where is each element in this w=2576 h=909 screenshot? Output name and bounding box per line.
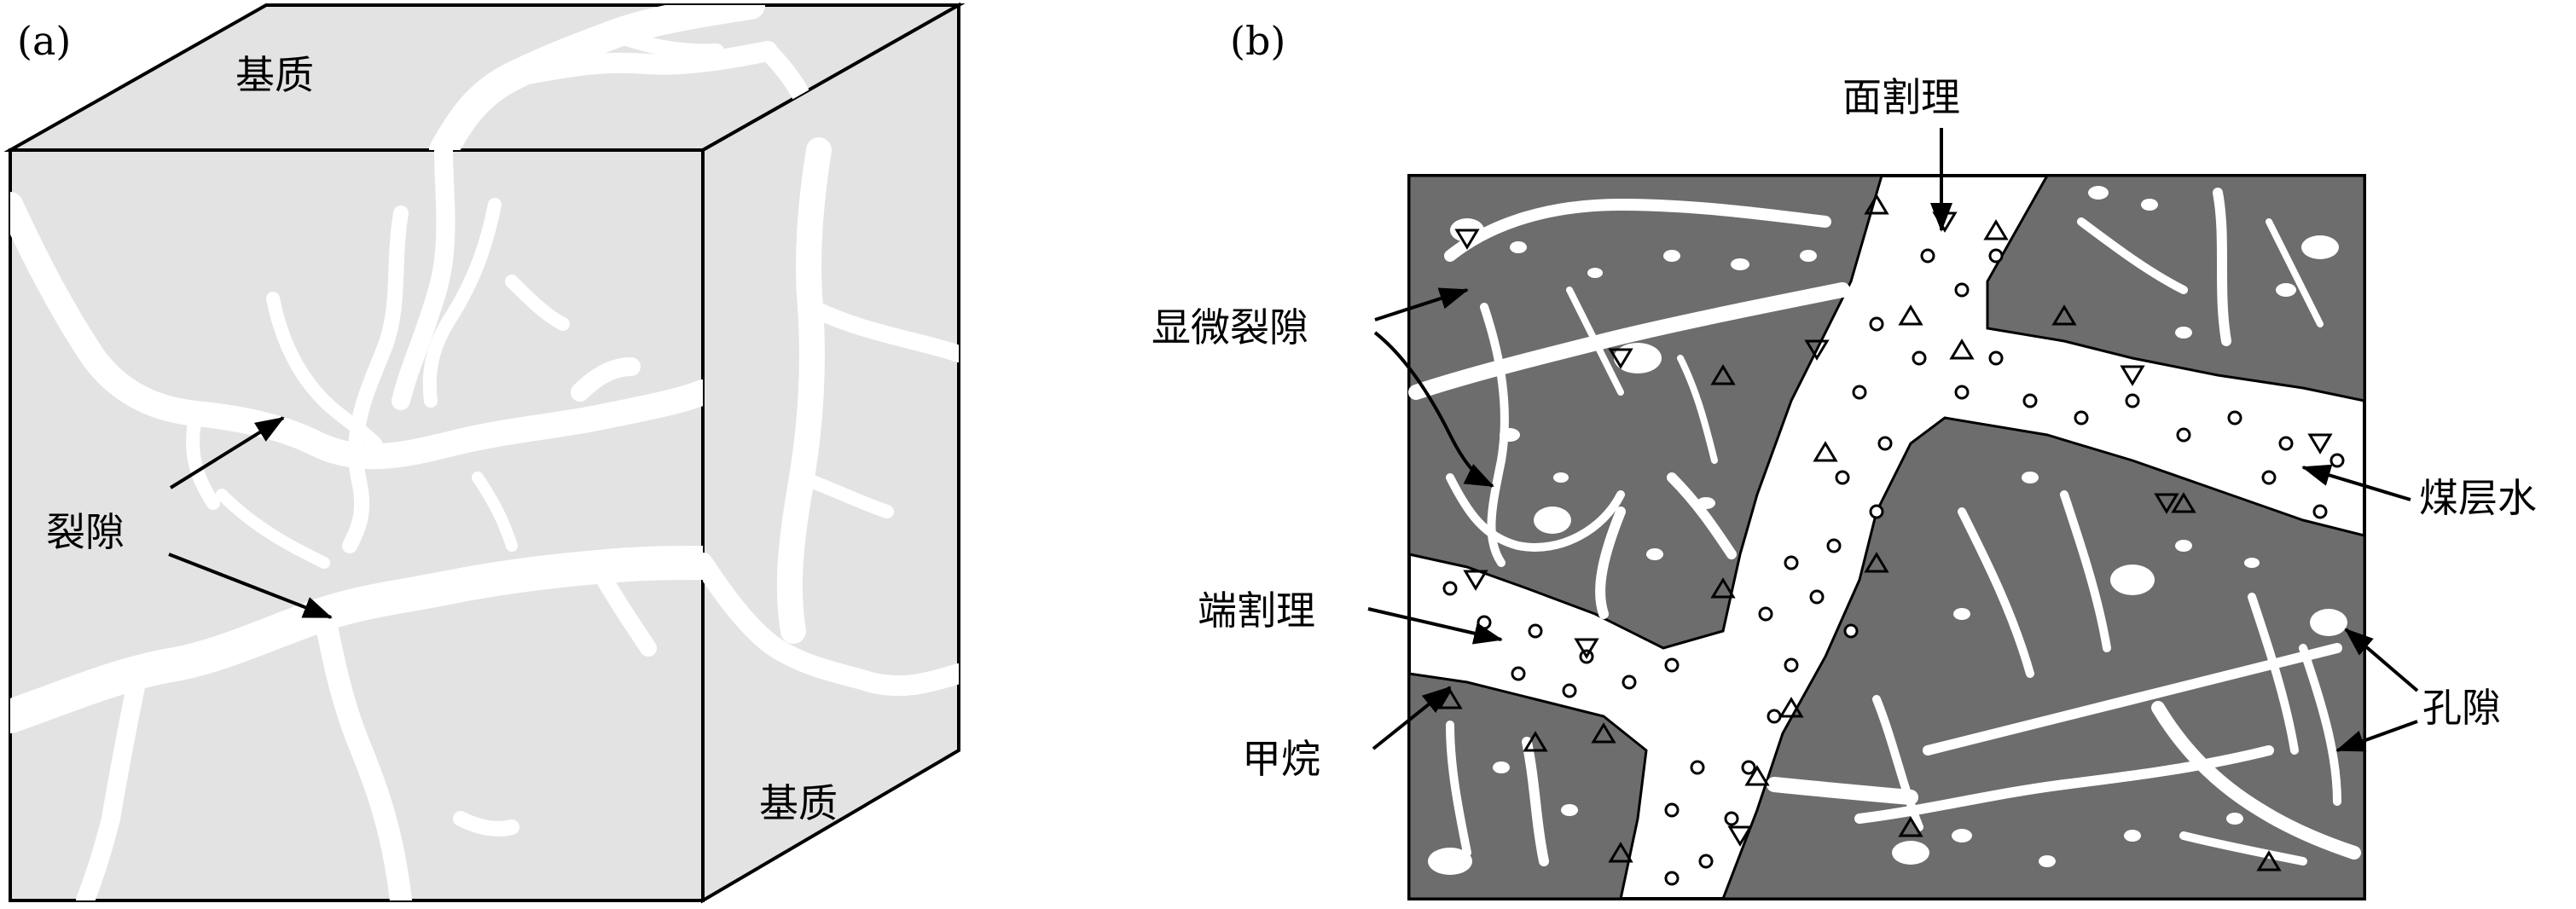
label-butt-cleat: 端割理 (1198, 588, 1315, 634)
microfractures (1408, 188, 2361, 866)
label-matrix-side: 基质 (759, 780, 838, 826)
label-pore: 孔隙 (2422, 685, 2501, 731)
arrow-fracture-upper (169, 416, 285, 489)
arrow-microfracture-a (1374, 287, 1469, 321)
arrow-methane (1372, 686, 1452, 750)
arrow-microfracture-b (1373, 331, 1494, 488)
front-face-fractures (10, 150, 703, 900)
arrow-pore-b (2335, 720, 2418, 752)
label-microfracture: 显微裂隙 (1152, 304, 1308, 350)
cube-side-face (701, 2, 960, 904)
matrix-block-lower-right (1720, 416, 2366, 900)
arrow-coal-water (2301, 464, 2411, 501)
matrix-pores (1428, 186, 2347, 875)
label-matrix-top: 基质 (235, 52, 314, 98)
label-methane: 甲烷 (1242, 736, 1320, 782)
panel-b-tag: (b) (1230, 18, 1285, 64)
side-face-fractures (703, 137, 959, 697)
label-coal-water: 煤层水 (2419, 475, 2537, 521)
arrow-butt-cleat (1367, 607, 1503, 645)
label-fracture: 裂隙 (46, 509, 125, 555)
water-molecules (1442, 248, 2345, 886)
arrow-fracture-lower (168, 553, 333, 619)
panel-a: (a) (3, 2, 966, 904)
panel-a-tag: (a) (17, 18, 71, 64)
arrow-pore-a (2344, 628, 2419, 692)
panel-b: (b) (1152, 18, 2537, 900)
label-face-cleat: 面割理 (1842, 74, 1960, 120)
matrix-block-upper-left (1407, 174, 1883, 650)
